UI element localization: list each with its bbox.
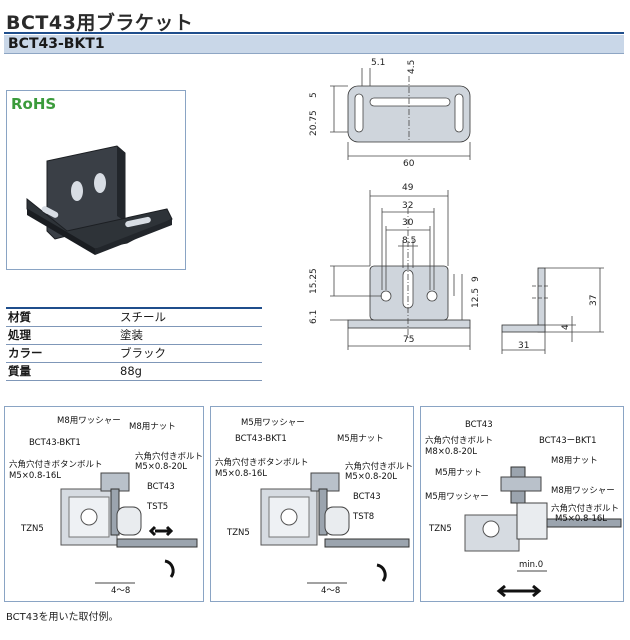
table-row: 材質スチール <box>6 307 262 327</box>
rohs-badge: RoHS <box>11 95 57 113</box>
dim-label: 4 <box>561 324 571 330</box>
dim-label: 32 <box>402 201 413 211</box>
callout-label: TZN5 <box>428 524 452 534</box>
callout-label: TST8 <box>352 512 374 522</box>
callout-label: BCT43-BKT1 <box>29 438 81 448</box>
front-view-drawing: 49 32 30 8.5 15.25 9 12.5 6.1 75 <box>309 183 481 350</box>
caption: BCT43を用いた取付例。 <box>6 612 119 623</box>
dim-label: 6.1 <box>309 310 319 324</box>
dim-label: 60 <box>403 159 415 169</box>
spec-key: 処理 <box>6 326 118 345</box>
spec-value: 88g <box>118 362 262 381</box>
dim-label: 31 <box>518 341 529 351</box>
callout-label: BCT43 <box>353 492 381 502</box>
callout-label: 六角穴付きボタンボルト <box>215 457 309 468</box>
callout-label: TZN5 <box>20 524 44 534</box>
dim-label: 30 <box>402 218 414 228</box>
panel-3-diagram: BCT43 六角穴付きボルト M8×0.8-20L BCT43ーBKT1 M8用… <box>425 420 622 598</box>
callout-label: M5×0.8-20L <box>345 472 397 482</box>
spec-key: 質量 <box>6 362 118 381</box>
spec-key: 材質 <box>6 307 118 327</box>
spec-value: ブラック <box>118 344 262 363</box>
callout-label: M8用ワッシャー <box>57 416 121 426</box>
spec-value: スチール <box>118 307 262 327</box>
callout-label: M5×0.8-20L <box>135 462 187 472</box>
panel-1-diagram: M8用ワッシャー M8用ナット BCT43-BKT1 六角穴付きボタンボルト M… <box>9 416 203 596</box>
dim-label: 5 <box>309 92 319 98</box>
dim-label: 49 <box>402 183 414 193</box>
callout-label: 六角穴付きボルト <box>425 435 493 446</box>
callout-label: BCT43 <box>147 482 175 492</box>
mounting-example-2: M5用ワッシャー BCT43-BKT1 M5用ナット 六角穴付きボタンボルト M… <box>210 406 414 602</box>
callout-label: M5用ナット <box>435 468 482 478</box>
callout-label: M5用ナット <box>337 434 384 444</box>
spec-key: カラー <box>6 344 118 363</box>
mounting-example-1: M8用ワッシャー M8用ナット BCT43-BKT1 六角穴付きボタンボルト M… <box>4 406 204 602</box>
callout-label: M8用ナット <box>551 456 598 466</box>
mounting-example-3: BCT43 六角穴付きボルト M8×0.8-20L BCT43ーBKT1 M8用… <box>420 406 624 602</box>
callout-label: BCT43ーBKT1 <box>539 436 596 446</box>
callout-label: M8用ワッシャー <box>551 486 615 496</box>
callout-label: min.0 <box>519 560 543 570</box>
spec-value: 塗装 <box>118 326 262 345</box>
dim-label: 9 <box>471 276 481 282</box>
callout-label: 六角穴付きボタンボルト <box>9 459 103 470</box>
callout-label: TST5 <box>146 502 168 512</box>
callout-label: TZN5 <box>226 528 250 538</box>
title-rule <box>4 32 624 34</box>
callout-label: 六角穴付きボルト <box>551 503 619 514</box>
callout-label: 六角穴付きボルト <box>345 461 413 472</box>
callout-label: M5用ワッシャー <box>425 492 489 502</box>
panel-2-diagram: M5用ワッシャー BCT43-BKT1 M5用ナット 六角穴付きボタンボルト M… <box>215 418 413 596</box>
callout-label: M8用ナット <box>129 422 176 432</box>
dim-label: 4.5 <box>407 60 417 74</box>
callout-label: M5×0.8-16L <box>215 469 267 479</box>
side-view-drawing: 37 4 31 <box>501 267 604 354</box>
callout-label: M5用ワッシャー <box>241 418 305 428</box>
table-row: カラーブラック <box>6 344 262 363</box>
dim-label: 20.75 <box>309 110 319 136</box>
callout-label: 4～8 <box>321 586 340 596</box>
page-title: BCT43用ブラケット <box>6 12 194 34</box>
top-view-drawing: 5.1 4.5 5 20.75 60 <box>309 58 471 169</box>
callout-label: 六角穴付きボルト <box>135 451 203 462</box>
callout-label: M5×0.8-16L <box>555 514 607 524</box>
callout-label: M8×0.8-20L <box>425 447 477 457</box>
dim-label: 5.1 <box>371 58 385 68</box>
callout-label: BCT43-BKT1 <box>235 434 287 444</box>
dim-label: 8.5 <box>402 236 416 246</box>
callout-label: BCT43 <box>465 420 493 430</box>
dim-label: 15.25 <box>309 268 319 294</box>
dim-label: 12.5 <box>471 288 481 308</box>
callout-label: 4～8 <box>111 586 130 596</box>
table-row: 処理塗装 <box>6 326 262 345</box>
dim-label: 37 <box>589 295 599 306</box>
product-photo: RoHS <box>6 90 186 270</box>
bracket-illustration <box>26 145 173 255</box>
model-code: BCT43-BKT1 <box>8 36 105 52</box>
model-bar: BCT43-BKT1 <box>4 35 624 54</box>
dim-label: 75 <box>403 335 414 345</box>
callout-label: M5×0.8-16L <box>9 471 61 481</box>
